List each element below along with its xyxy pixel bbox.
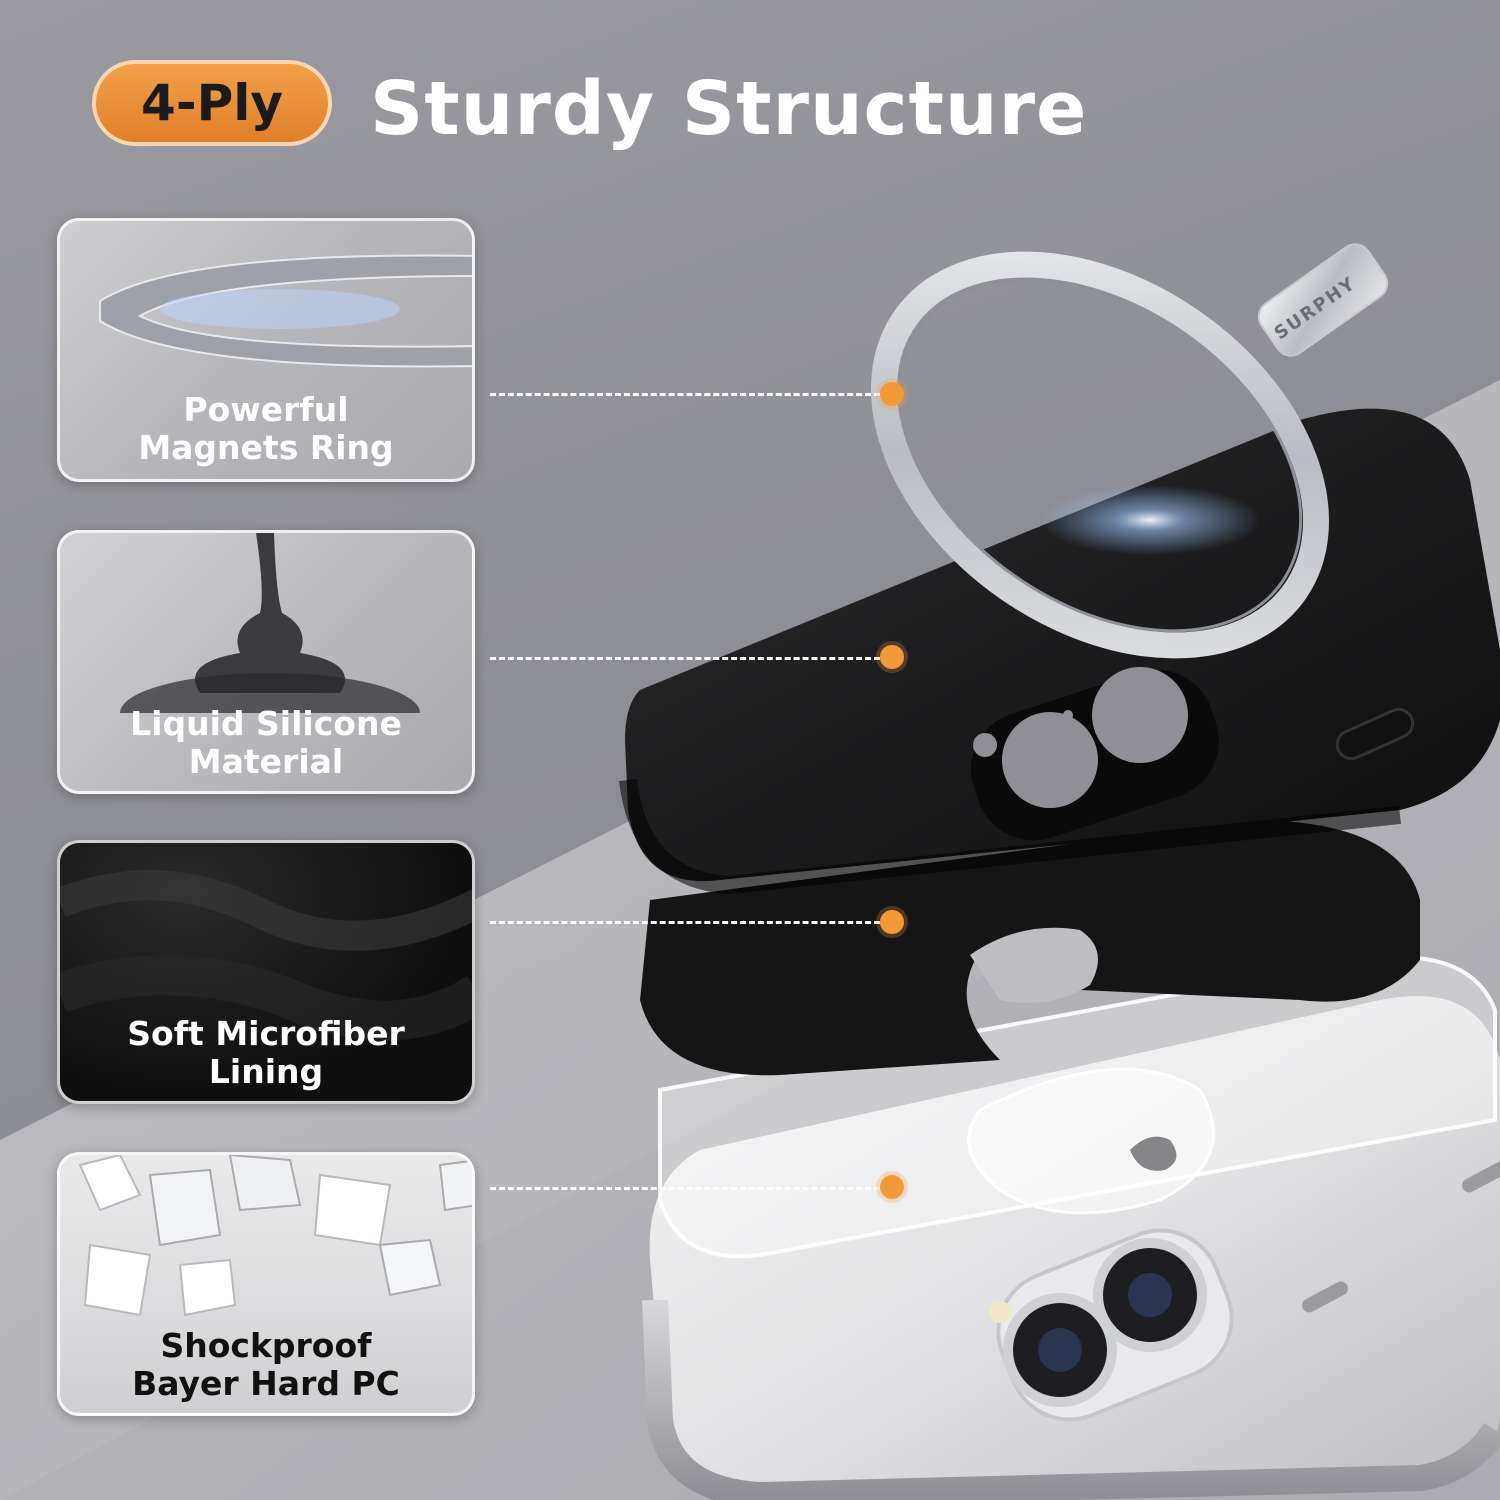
connector-line-magnets bbox=[490, 393, 880, 396]
phone-body bbox=[642, 996, 1500, 1500]
silicone-drip-icon bbox=[120, 533, 420, 713]
connector-dot-shockproof bbox=[880, 1175, 904, 1199]
layer-label-line1: Shockproof bbox=[160, 1326, 372, 1365]
layer-label-line1: Powerful bbox=[183, 390, 349, 429]
connector-dot-magnets bbox=[880, 382, 904, 406]
magnet-ring bbox=[871, 243, 1389, 659]
layer-card-shockproof: Shockproof Bayer Hard PC bbox=[57, 1152, 475, 1416]
layer-label-line2: Bayer Hard PC bbox=[132, 1364, 400, 1403]
layer-label-line2: Magnets Ring bbox=[138, 428, 394, 467]
connector-line-silicone bbox=[490, 657, 880, 660]
connector-line-shockproof bbox=[490, 1187, 880, 1190]
layer-label-line2: Lining bbox=[208, 1052, 324, 1091]
connector-dot-silicone bbox=[880, 645, 904, 669]
microfiber-texture-icon bbox=[60, 870, 472, 1041]
connector-dot-microfiber bbox=[880, 910, 904, 934]
layer-label-line1: Liquid Silicone bbox=[130, 704, 402, 743]
layer-card-magnets: Powerful Magnets Ring bbox=[57, 218, 475, 482]
layer-card-microfiber: Soft Microfiber Lining bbox=[57, 840, 475, 1104]
layer-label-line2: Material bbox=[188, 742, 344, 781]
layer-card-silicone: Liquid Silicone Material bbox=[57, 530, 475, 794]
connector-line-microfiber bbox=[490, 921, 880, 924]
ply-badge: 4-Ply bbox=[92, 60, 332, 146]
microfiber-lining bbox=[640, 820, 1420, 1076]
magnet-ring-icon bbox=[99, 254, 472, 368]
crystal-shards-icon bbox=[78, 1155, 472, 1317]
clear-pc-shell bbox=[658, 955, 1497, 1259]
layer-label-line1: Soft Microfiber bbox=[127, 1014, 405, 1053]
page-title: Sturdy Structure bbox=[370, 66, 1088, 152]
silicone-case bbox=[619, 408, 1500, 895]
